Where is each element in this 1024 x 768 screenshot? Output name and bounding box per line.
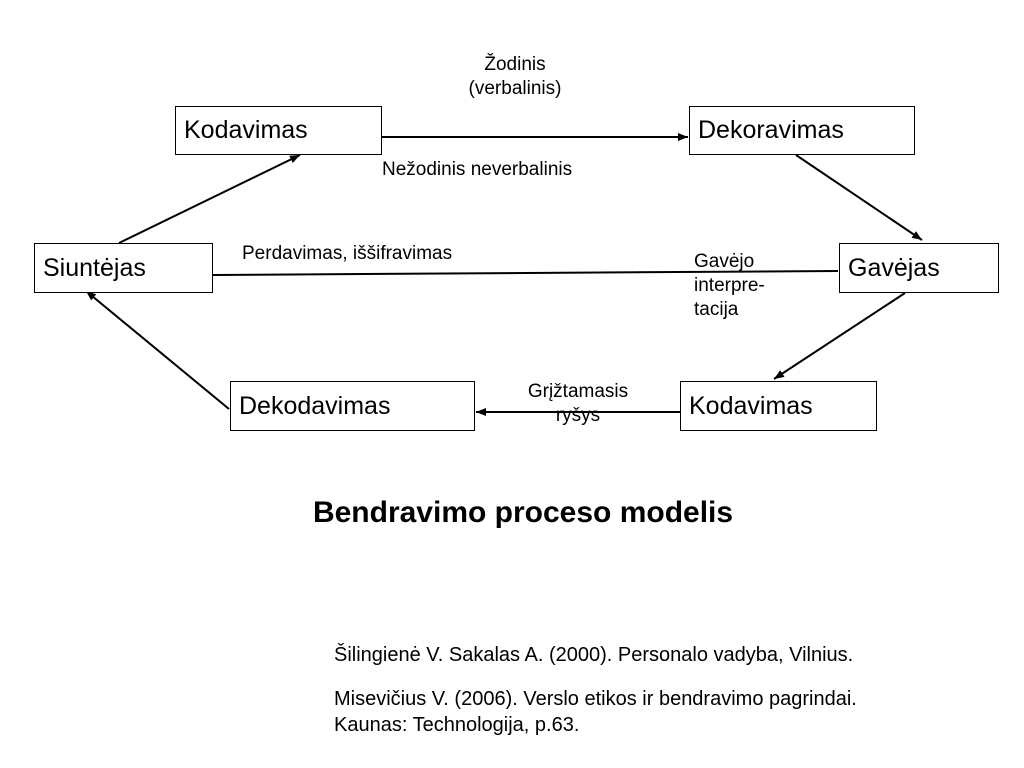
label-gavejo-interpretacija: Gavėjo interpre- tacija <box>694 250 765 321</box>
box-dekodavimas: Dekodavimas <box>230 381 475 431</box>
label-gavejo-line3: tacija <box>694 298 739 320</box>
label-griztamasis-line2: ryšys <box>555 404 601 426</box>
label-gavejo-line2: interpre- <box>694 274 765 296</box>
arrow-dekodavimas-to-siuntejas <box>85 290 230 410</box>
label-zodinis: Žodinis (verbalinis) <box>440 53 590 101</box>
box-siuntejas: Siuntėjas <box>34 243 213 293</box>
box-kodavimas-bottom: Kodavimas <box>680 381 877 431</box>
label-nezodinis: Nežodinis neverbalinis <box>382 159 573 180</box>
box-gavejas: Gavėjas <box>839 243 999 293</box>
reference-2-line1: Misevičius V. (2006). Verslo etikos ir b… <box>334 688 857 710</box>
label-zodinis-line1: Žodinis <box>484 54 546 75</box>
label-perdavimas: Perdavimas, iššifravimas <box>242 243 453 264</box>
arrow-dekoravimas-to-gavejas <box>795 154 923 241</box>
diagram-title: Bendravimo proceso modelis <box>312 496 734 529</box>
reference-2-line2: Kaunas: Technologija, p.63. <box>334 714 580 736</box>
reference-1: Šilingienė V. Sakalas A. (2000). Persona… <box>334 644 854 666</box>
label-griztamasis-rysys: Grįžtamasis ryšys <box>498 380 658 428</box>
label-zodinis-line2: (verbalinis) <box>468 77 562 99</box>
arrow-siuntejas-to-kodavimas <box>118 154 301 244</box>
line-siuntejas-gavejas <box>212 270 839 276</box>
label-griztamasis-line1: Grįžtamasis <box>527 381 629 402</box>
box-kodavimas-top: Kodavimas <box>175 106 382 155</box>
label-gavejo-line1: Gavėjo <box>694 251 755 272</box>
reference-2: Misevičius V. (2006). Verslo etikos ir b… <box>334 686 857 738</box>
arrow-gavejas-to-kodavimas <box>773 292 906 380</box>
box-dekoravimas: Dekoravimas <box>689 106 915 155</box>
